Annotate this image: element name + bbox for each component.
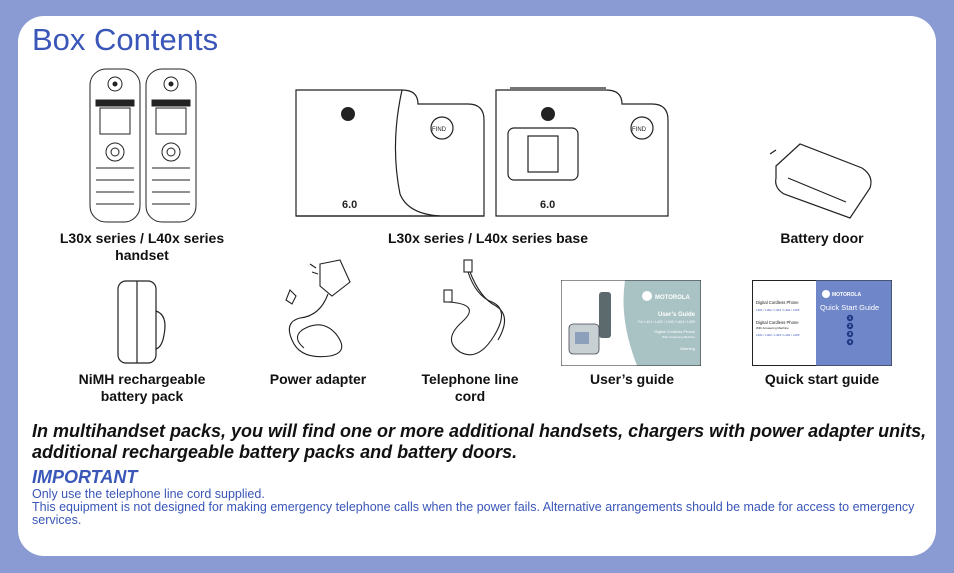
multihandset-note: In multihandset packs, you will find one… xyxy=(32,421,927,462)
quick-step-3: 3 xyxy=(849,332,851,336)
quick-guide-subtitle-2: With Answering Machine xyxy=(756,326,789,330)
users-guide-illustration: MOTOROLA User’s Guide For L401 / L402 / … xyxy=(561,280,701,366)
quick-guide-title: Quick Start Guide xyxy=(820,303,879,312)
important-line-1: Only use the telephone line cord supplie… xyxy=(32,487,265,501)
base-badge-1: 6.0 xyxy=(342,199,357,211)
users-guide-warning: Warning xyxy=(680,346,695,351)
battery-pack-caption: NiMH rechargeable battery pack xyxy=(78,371,206,404)
quick-guide-product-2: Digital Cordless Phone xyxy=(756,320,799,325)
quick-guide-models-2: L401 / L402 / L403 / L404 / L405 xyxy=(756,333,800,337)
base-badge-2: 6.0 xyxy=(540,199,555,211)
battery-door-illustration xyxy=(766,138,878,224)
power-adapter-caption: Power adapter xyxy=(269,371,367,387)
battery-door-caption: Battery door xyxy=(780,230,864,246)
handset-caption: L30x series / L40x series handset xyxy=(59,230,225,263)
quick-guide-models-1: L301 / L302 / L303 / L304 / L305 xyxy=(756,308,800,312)
quick-guide-caption: Quick start guide xyxy=(764,371,880,387)
users-guide-caption: User’s guide xyxy=(589,371,675,387)
quick-step-2: 2 xyxy=(849,324,851,328)
quick-guide-product-1: Digital Cordless Phone xyxy=(756,300,799,305)
users-guide-product: Digital Cordless Phone xyxy=(654,329,695,334)
line-cord-caption: Telephone line cord xyxy=(421,371,519,404)
handset-illustration xyxy=(88,68,200,224)
battery-pack-illustration xyxy=(112,275,174,367)
power-adapter-illustration xyxy=(280,256,360,368)
page-title: Box Contents xyxy=(32,22,219,57)
quick-guide-illustration: MOTOROLA Quick Start Guide 1 2 3 4 Digit… xyxy=(752,280,892,366)
quick-guide-brand: MOTOROLA xyxy=(832,292,861,298)
users-guide-models: For L401 / L402 / L403 / L404 / L405 xyxy=(638,320,695,324)
base-illustration: FIND FIND 6.0 6.0 xyxy=(290,84,676,224)
users-guide-brand: MOTOROLA xyxy=(655,295,691,301)
find-label-2: FIND xyxy=(632,127,647,133)
important-heading: IMPORTANT xyxy=(32,467,138,487)
quick-step-1: 1 xyxy=(849,316,851,320)
base-caption: L30x series / L40x series base xyxy=(387,230,589,246)
quick-step-4: 4 xyxy=(849,340,851,344)
line-cord-illustration xyxy=(432,256,514,368)
users-guide-subtitle: With Answering Machine xyxy=(662,335,695,339)
important-line-2: This equipment is not designed for makin… xyxy=(32,500,915,527)
find-label-1: FIND xyxy=(432,127,447,133)
users-guide-title: User’s Guide xyxy=(658,312,696,318)
